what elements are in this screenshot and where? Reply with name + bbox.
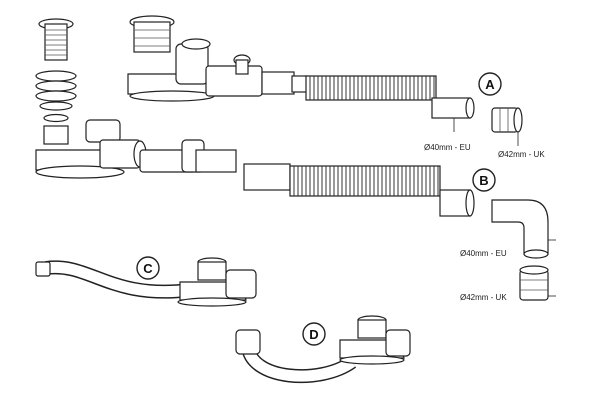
badge-a: A	[478, 72, 502, 96]
label-a-eu: Ø40mm - EU	[424, 143, 471, 152]
assembly-c	[35, 257, 257, 307]
badge-d-letter: D	[309, 327, 318, 342]
label-b-uk: Ø42mm - UK	[460, 293, 507, 302]
assembly-b	[139, 139, 556, 301]
exploded-waste-plug	[35, 18, 147, 179]
assembly-d	[235, 315, 411, 384]
label-a-uk: Ø42mm - UK	[498, 150, 545, 159]
badge-b: B	[472, 168, 496, 192]
badge-c-letter: C	[143, 261, 153, 276]
assembly-a	[127, 15, 523, 146]
label-b-eu: Ø40mm - EU	[460, 249, 507, 258]
badge-c: C	[136, 256, 160, 280]
badge-a-letter: A	[485, 77, 495, 92]
badge-d: D	[302, 322, 326, 346]
badge-b-letter: B	[479, 173, 488, 188]
